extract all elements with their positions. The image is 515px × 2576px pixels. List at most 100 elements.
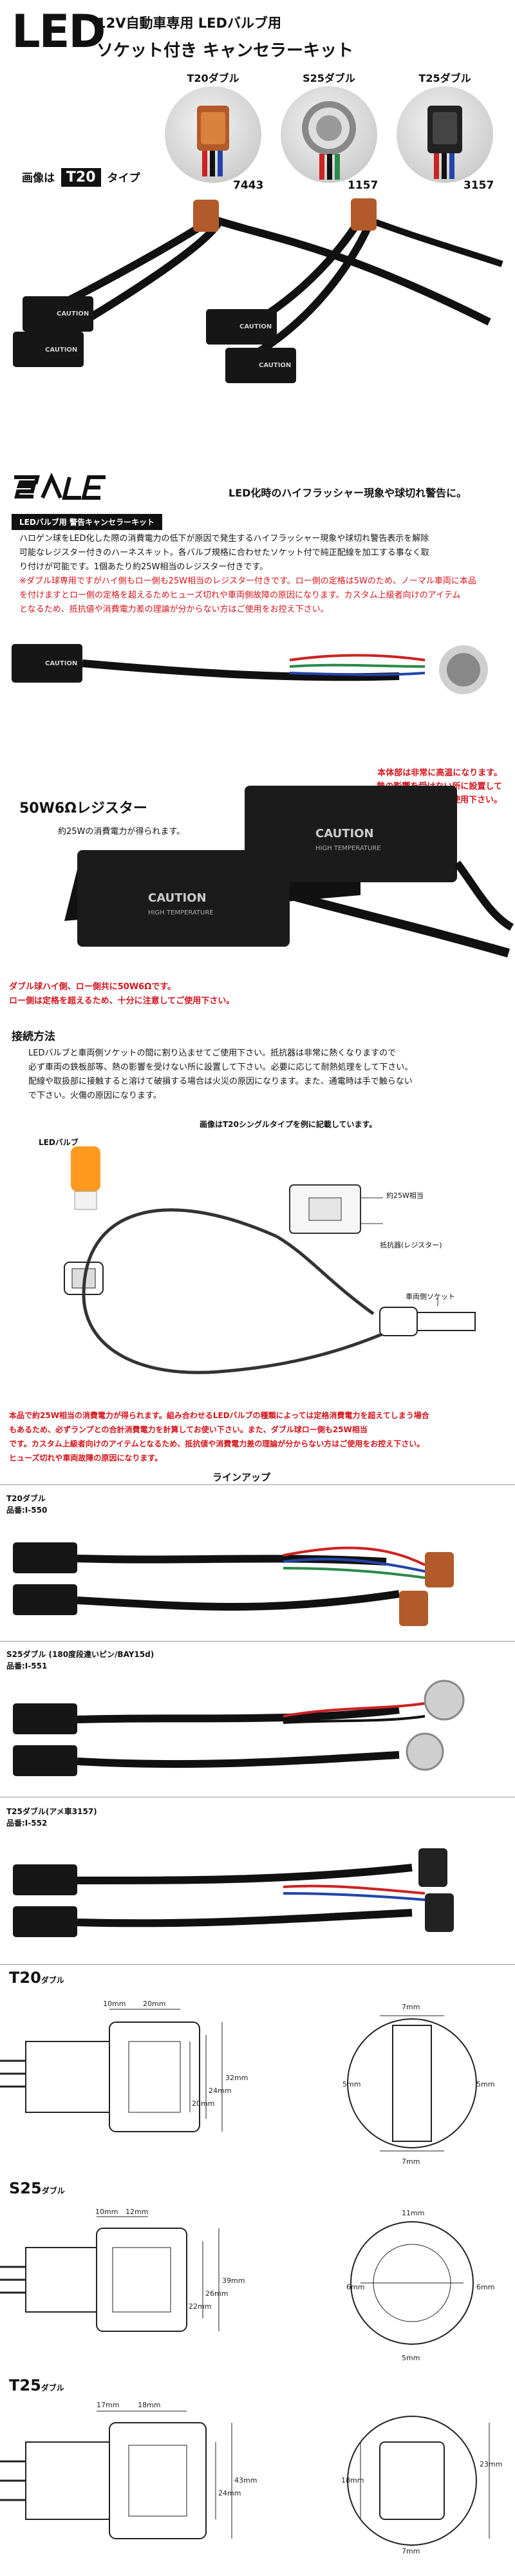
intro-red-line: を付けますとロー側の定格を超えるためヒューズ切れや車両側故障の原因になります。カ… — [19, 591, 461, 600]
tagline: LED化時のハイフラッシャー現象や球切れ警告に。 — [229, 487, 467, 499]
dim-diagram-s25 — [0, 2202, 515, 2363]
dim-label: 20mm — [192, 2099, 215, 2108]
diagram-note: 画像はT20シングルタイプを例に記載しています。 — [200, 1120, 377, 1129]
lineup-name: S25ダブル (180度段違いピン/BAY15d) — [6, 1650, 154, 1659]
connection-line: 配線や取扱部に接触すると溶けて破損する場合は火災の原因になります。また、通電時は… — [28, 1077, 413, 1086]
dim-label: 43mm — [234, 2476, 258, 2485]
svg-text:HIGH TEMPERATURE: HIGH TEMPERATURE — [148, 909, 214, 916]
lineup-photo-t20 — [0, 1517, 515, 1639]
connection-text: LEDバルブと車両側ソケットの間に割り込ませてご使用下さい。抵抗器は非常に熱くな… — [28, 1046, 505, 1103]
dim-label: 10mm — [103, 2000, 126, 2008]
product-photo-single: CAUTION — [0, 615, 515, 757]
svg-text:CAUTION: CAUTION — [45, 660, 77, 667]
socket-code-7443: 7443 — [233, 179, 264, 192]
svg-text:CAUTION: CAUTION — [45, 346, 77, 354]
divider — [0, 1964, 515, 1965]
connection-line: で下さい。火傷の原因になります。 — [28, 1091, 162, 1101]
dim-title-small: ダブル — [41, 2186, 65, 2195]
socket-s25-image — [281, 86, 377, 183]
intro-line: り付けが可能です。1個あたり約25W相当のレジスター付きです。 — [19, 562, 268, 572]
red-note: ダブル球ハイ側、ロー側共に50W6Ωです。 ロー側は定格を超えるため、十分に注意… — [9, 980, 234, 1009]
dim-label: 5mm — [476, 2080, 495, 2088]
lineup-part: 品番:I-550 — [6, 1506, 48, 1515]
lineup-photo-s25 — [0, 1671, 515, 1794]
lineup-item-t20: T20ダブル 品番:I-550 — [6, 1493, 47, 1516]
dim-title-t25: T25ダブル — [9, 2376, 64, 2394]
dim-label: 39mm — [222, 2277, 245, 2285]
socket-label: T25ダブル — [418, 72, 471, 84]
resistor-label: 抵抗器(レジスター) — [380, 1241, 442, 1249]
red-note-line: ロー側は定格を超えるため、十分に注意してご使用下さい。 — [9, 996, 235, 1006]
socket-code-3157: 3157 — [464, 179, 494, 192]
divider — [0, 1484, 515, 1485]
dim-label: 24mm — [209, 2087, 232, 2095]
intro-line: 可能なレジスター付きのハーネスキット。各バルブ規格に合わせたソケット付で純正配線… — [19, 548, 429, 558]
bottom-red-line: です。カスタム上級者向けのアイテムとなるため、抵抗値や消費電力差の理論が分からな… — [9, 1439, 425, 1448]
led-bulb-label: LEDバルブ — [39, 1138, 79, 1147]
brand-led: LED — [12, 5, 106, 58]
image-note: 画像は T20 タイプ — [22, 168, 140, 187]
heat-note-line: ご使用下さい。 — [443, 795, 502, 805]
lineup-name: T20ダブル — [6, 1494, 46, 1503]
svg-text:HIGH TEMPERATURE: HIGH TEMPERATURE — [315, 845, 381, 852]
svg-text:CAUTION: CAUTION — [259, 362, 291, 369]
bottom-red-note: 本品で約25W相当の消費電力が得られます。組み合わせるLEDバルブの種類によって… — [9, 1408, 511, 1465]
dim-label: 18mm — [341, 2476, 364, 2485]
resistor-title: 50W6Ωレジスター — [19, 800, 147, 817]
bottom-red-line: ヒューズ切れや車両故障の原因になります。 — [9, 1454, 163, 1463]
intro-red-line: となるため、抵抗値や消費電力差の理論が分からない方はご使用をお控え下さい。 — [19, 605, 329, 614]
dim-title-big: S25 — [9, 2179, 42, 2197]
image-note-prefix: 画像は — [22, 172, 55, 185]
dim-label: 26mm — [205, 2289, 229, 2298]
divider — [0, 1641, 515, 1642]
dim-label: 7mm — [402, 2547, 420, 2555]
subtitle-line1: 12V自動車専用 LEDバルブ用 — [97, 15, 281, 31]
intro-line: ハロゲン球をLED化した際の消費電力の低下が原因で発生するハイフラッシャー現象や… — [19, 534, 429, 544]
watt-label: 約25W相当 — [386, 1191, 424, 1200]
lineup-part: 品番:I-551 — [6, 1662, 48, 1671]
vehicle-socket-label: 車両側ソケット — [406, 1293, 455, 1301]
svg-text:CAUTION: CAUTION — [57, 310, 89, 317]
lineup-title: ラインアップ — [212, 1472, 271, 1483]
socket-t25: T25ダブル — [397, 70, 493, 183]
dim-title-small: ダブル — [41, 2383, 64, 2392]
connection-line: LEDバルブと車両側ソケットの間に割り込ませてご使用下さい。抵抗器は非常に熱くな… — [28, 1048, 397, 1058]
socket-s25: S25ダブル — [281, 70, 377, 183]
resistor-sub: 約25Wの消費電力が得られます。 — [58, 827, 185, 837]
bottom-red-line: もあるため、必ずランプとの合計消費電力を計算してお使い下さい。また、ダブル球ロー… — [9, 1425, 368, 1434]
heat-note-line: 本体部は非常に高温になります。 — [377, 768, 502, 778]
connection-title: 接続方法 — [12, 1030, 55, 1043]
brand-logo — [12, 472, 108, 507]
dim-label: 20mm — [143, 2000, 166, 2008]
socket-t20: T20ダブル — [165, 70, 261, 183]
dim-label: 11mm — [402, 2209, 425, 2217]
dim-label: 5mm — [402, 2354, 420, 2362]
dim-label: 12mm — [126, 2208, 149, 2216]
socket-code-1157: 1157 — [348, 179, 379, 192]
svg-text:CAUTION: CAUTION — [239, 323, 272, 330]
product-photo-top: CAUTION CAUTION CAUTION CAUTION — [0, 193, 515, 425]
dim-label: 17mm — [97, 2401, 120, 2409]
dim-label: 7mm — [402, 2157, 420, 2166]
connection-line: 必ず車両の鉄板部等、熱の影響を受けない所に設置して下さい。必要に応じて耐熱処理を… — [28, 1063, 413, 1072]
dim-diagram-t20 — [0, 1990, 515, 2177]
intro-red-line: ※ダブル球専用ですがハイ側もロー側も25W相当のレジスター付きです。ロー側の定格… — [19, 576, 476, 586]
subtitle-line2: ソケット付き キャンセラーキット — [97, 41, 354, 61]
dim-label: 32mm — [225, 2074, 248, 2082]
red-note-line: ダブル球ハイ側、ロー側共に50W6Ωです。 — [9, 982, 176, 992]
dim-label: 18mm — [138, 2401, 161, 2409]
product-photo-resistors: CAUTION HIGH TEMPERATURE CAUTION HIGH TE… — [0, 760, 515, 979]
socket-t20-image — [165, 86, 261, 183]
dim-label: 22mm — [189, 2302, 212, 2311]
image-note-suffix: タイプ — [107, 172, 140, 185]
dim-title-big: T25 — [9, 2376, 41, 2394]
image-note-type: T20 — [61, 168, 101, 187]
dim-title-t20: T20ダブル — [9, 1969, 64, 1987]
lineup-item-s25: S25ダブル (180度段違いピン/BAY15d) 品番:I-551 — [6, 1649, 154, 1672]
dim-diagram-t25 — [0, 2397, 515, 2571]
dim-label: 5mm — [342, 2080, 361, 2088]
socket-label: S25ダブル — [303, 72, 355, 84]
dim-label: 24mm — [218, 2489, 241, 2497]
svg-text:CAUTION: CAUTION — [148, 891, 207, 905]
dim-label: 23mm — [480, 2460, 503, 2468]
